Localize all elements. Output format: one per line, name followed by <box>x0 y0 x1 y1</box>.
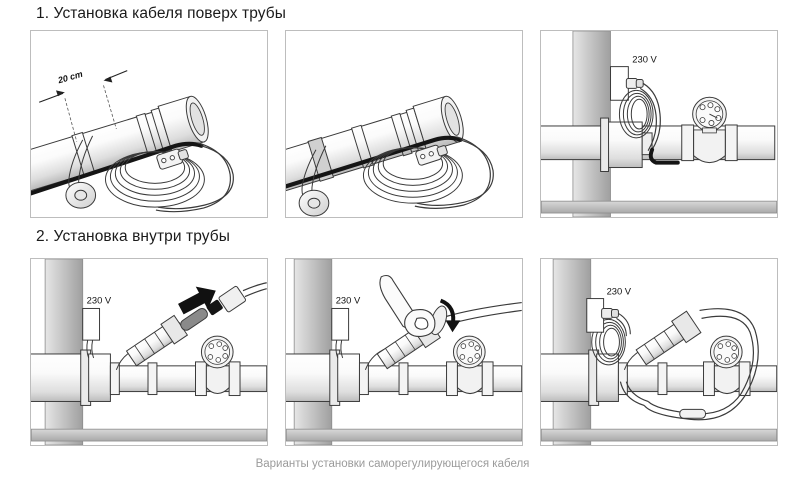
section-1-heading: 1. Установка кабеля поверх трубы <box>36 5 286 22</box>
panel-finished-installation: 230 V <box>540 258 778 446</box>
voltage-label-6: 230 V <box>607 286 632 297</box>
rotation-arrow <box>439 298 461 333</box>
panel-pipe-with-cable-20cm: 20 cm <box>30 30 268 218</box>
panel-insert-cable-into-gland: 230 V <box>30 258 268 446</box>
figure-caption: Варианты установки саморегулирующегося к… <box>255 458 530 470</box>
panel-pipe-with-cable-taped <box>285 30 523 218</box>
insertion-arrow <box>178 286 216 315</box>
voltage-label-3: 230 V <box>632 54 657 65</box>
voltage-label-4: 230 V <box>87 295 112 306</box>
voltage-label-5: 230 V <box>336 295 361 306</box>
dimension-label: 20 cm <box>56 69 84 86</box>
section-2-heading: 2. Установка внутри трубы <box>36 228 231 245</box>
panel-tighten-gland-with-wrench: 230 V <box>285 258 523 446</box>
wrench-icon <box>379 274 436 337</box>
panel-junction-cable-coiled: 230 V <box>540 30 778 218</box>
